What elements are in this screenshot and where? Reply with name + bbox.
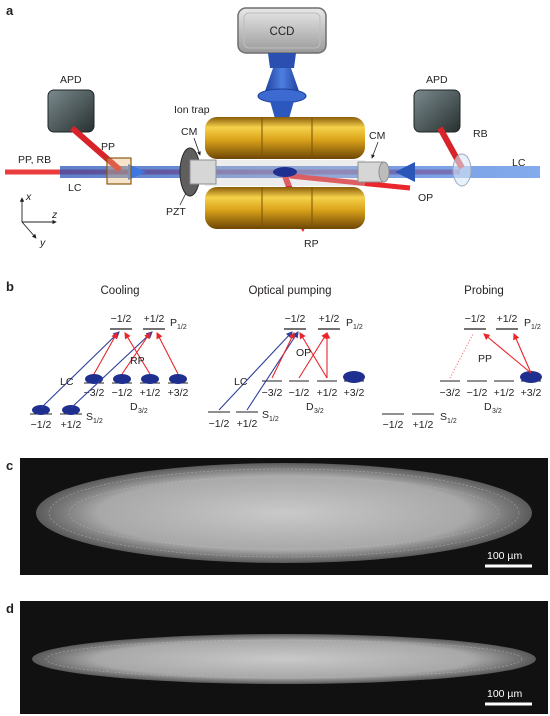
probing-d-label: D [484, 401, 492, 413]
probing-s-0: −1/2 [383, 419, 404, 431]
cooling-s-1: +1/2 [61, 419, 82, 431]
probing-d-2: +1/2 [494, 387, 515, 399]
panel-b-label: b [6, 279, 14, 294]
probing-s-sub: 1/2 [447, 418, 457, 425]
cooling-d-3: +3/2 [168, 387, 189, 399]
pumping-p-label: P [346, 317, 353, 329]
beam-splitter-right [452, 153, 472, 187]
apd-left-label: APD [60, 74, 82, 86]
pumping-s-label: S [262, 409, 269, 421]
pumping-d-3: +3/2 [344, 387, 365, 399]
rb-label: RB [473, 128, 488, 140]
ccd-camera: CCD [237, 7, 327, 122]
pumping-lc-label: LC [234, 376, 248, 388]
cooling-d-sub: 3/2 [138, 408, 148, 415]
apd-right-label: APD [426, 74, 448, 86]
coordinate-axes: x z y [19, 191, 58, 249]
cooling-p-plus: +1/2 [144, 313, 165, 325]
probing-s-label: S [440, 411, 447, 423]
axis-x-label: x [25, 191, 32, 203]
scale-bar-c-label: 100 µm [487, 550, 522, 562]
pumping-s-1: +1/2 [237, 418, 258, 430]
lc-left-label: LC [68, 182, 82, 194]
probing-pp-label: PP [478, 353, 492, 365]
cooling-lc-label: LC [60, 376, 74, 388]
pumping-d-0: −3/2 [262, 387, 283, 399]
cooling-p-label: P [170, 317, 177, 329]
pumping-s-sub: 1/2 [269, 416, 279, 423]
op-label: OP [418, 192, 433, 204]
pumping-op-label: OP [296, 347, 311, 359]
probing-p-minus: −1/2 [465, 313, 486, 325]
optical-pumping-diagram: Optical pumping −1/2 +1/2 P 1/2 −3/2 −1/… [208, 285, 365, 430]
scale-bar-d-label: 100 µm [487, 688, 522, 700]
axis-z-label: z [51, 209, 58, 221]
probing-d-sub: 3/2 [492, 408, 502, 415]
probing-diagram: Probing −1/2 +1/2 P 1/2 −3/2 −1/2 +1/2 +… [382, 285, 542, 431]
probing-p-label: P [524, 317, 531, 329]
cooling-d-label: D [130, 401, 138, 413]
ccd-label: CCD [270, 26, 295, 38]
probing-d-1: −1/2 [467, 387, 488, 399]
probing-d-0: −3/2 [440, 387, 461, 399]
ion-trap-rods [205, 117, 365, 229]
cavity-mirror-right [357, 161, 390, 183]
cooling-s-sub: 1/2 [93, 418, 103, 425]
lc-right-label: LC [512, 157, 526, 169]
probing-d-3: +3/2 [521, 387, 542, 399]
cooling-s-label: S [86, 411, 93, 423]
probing-p-sub: 1/2 [531, 324, 541, 331]
pumping-p-minus: −1/2 [285, 313, 306, 325]
probing-p-plus: +1/2 [497, 313, 518, 325]
pumping-s-0: −1/2 [209, 418, 230, 430]
pp-rb-label: PP, RB [18, 154, 51, 166]
cooling-d-0: −3/2 [84, 387, 105, 399]
ion-crystal [273, 167, 297, 177]
cooling-diagram: Cooling −1/2 +1/2 P 1/2 −3/2 −1/2 +1/2 +… [30, 285, 189, 431]
pzt-label: PZT [166, 206, 186, 218]
pumping-d-1: −1/2 [289, 387, 310, 399]
panel-a-label: a [6, 3, 14, 18]
crystal-image-d: 100 µm [20, 601, 548, 714]
panel-c-label: c [6, 458, 13, 473]
rp-label: RP [304, 238, 319, 250]
pumping-d-label: D [306, 401, 314, 413]
pumping-p-sub: 1/2 [353, 324, 363, 331]
cooling-rp-label: RP [130, 355, 145, 367]
pumping-d-2: +1/2 [317, 387, 338, 399]
probing-s-1: +1/2 [413, 419, 434, 431]
cm-right-label: CM [369, 130, 385, 142]
cooling-d-1: −1/2 [112, 387, 133, 399]
pp-label: PP [101, 141, 115, 153]
apd-right: APD [413, 74, 461, 133]
probing-title: Probing [464, 285, 504, 297]
apd-left: APD [47, 74, 95, 133]
pumping-d-sub: 3/2 [314, 408, 324, 415]
panel-d-label: d [6, 601, 14, 616]
pp-filter-cube [106, 157, 132, 185]
cooling-p-minus: −1/2 [111, 313, 132, 325]
cooling-title: Cooling [101, 285, 140, 297]
axis-y-label: y [39, 237, 46, 249]
cooling-d-2: +1/2 [140, 387, 161, 399]
cm-left-label: CM [181, 126, 197, 138]
cavity-mirror-left [179, 147, 217, 197]
pumping-p-plus: +1/2 [319, 313, 340, 325]
crystal-image-c: 100 µm [20, 458, 548, 575]
pumping-title: Optical pumping [248, 285, 331, 297]
cooling-p-sub: 1/2 [177, 324, 187, 331]
ion-trap-label: Ion trap [174, 104, 210, 116]
cooling-s-0: −1/2 [31, 419, 52, 431]
